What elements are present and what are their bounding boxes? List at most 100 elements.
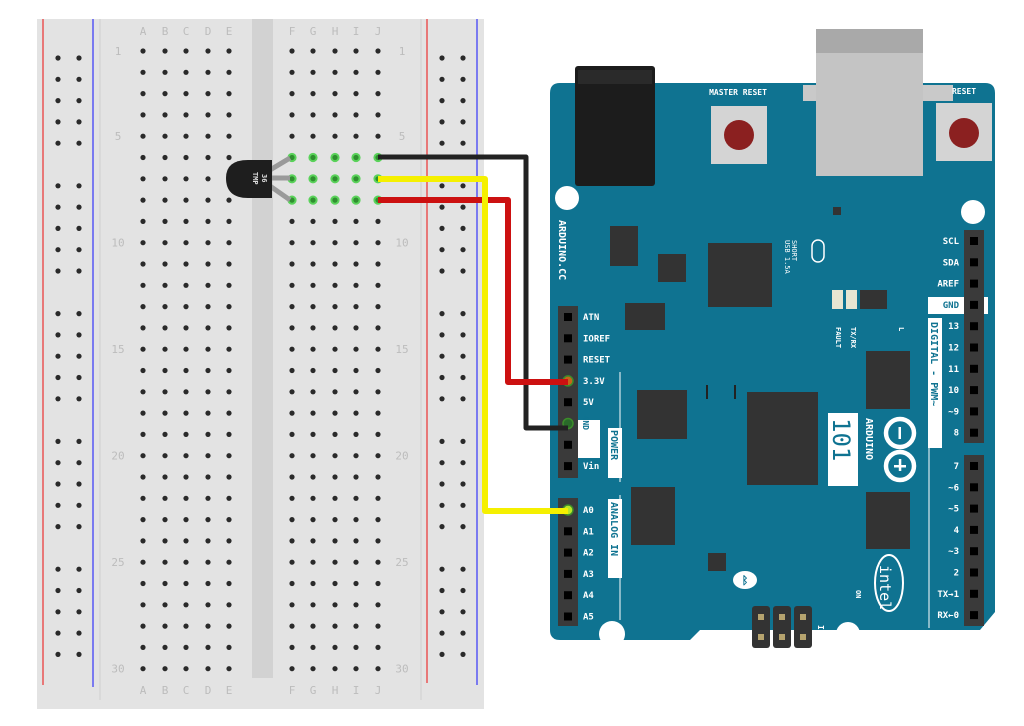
rail-hole[interactable] <box>55 247 61 253</box>
breadboard-hole[interactable] <box>140 644 146 651</box>
breadboard-hole[interactable] <box>140 389 146 395</box>
breadboard-hole[interactable] <box>375 218 381 224</box>
rail-hole[interactable] <box>439 204 445 210</box>
rail-hole[interactable] <box>55 353 61 359</box>
breadboard-hole[interactable] <box>140 176 146 182</box>
breadboard-hole[interactable] <box>226 304 232 310</box>
breadboard-hole[interactable] <box>205 517 211 523</box>
breadboard-hole[interactable] <box>140 112 146 118</box>
breadboard-hole[interactable] <box>226 69 232 75</box>
rail-hole[interactable] <box>55 140 61 146</box>
breadboard-hole[interactable] <box>375 240 381 246</box>
header-pin[interactable] <box>564 334 572 343</box>
breadboard-hole[interactable] <box>205 176 211 182</box>
breadboard-hole[interactable] <box>226 154 232 161</box>
breadboard-hole[interactable] <box>205 304 211 310</box>
breadboard-hole[interactable] <box>353 389 359 395</box>
breadboard-hole[interactable] <box>332 389 338 395</box>
breadboard-hole[interactable] <box>205 580 211 587</box>
breadboard-hole[interactable] <box>289 580 295 587</box>
header-pin[interactable] <box>970 237 978 245</box>
rail-hole[interactable] <box>460 247 466 253</box>
breadboard-hole[interactable] <box>289 48 295 54</box>
breadboard-hole[interactable] <box>140 240 146 246</box>
rail-hole[interactable] <box>55 183 61 189</box>
breadboard-hole[interactable] <box>205 91 211 97</box>
breadboard-hole[interactable] <box>162 282 168 288</box>
breadboard-hole[interactable] <box>353 410 359 416</box>
breadboard-hole[interactable] <box>226 133 232 139</box>
breadboard-hole[interactable] <box>183 538 189 544</box>
rail-hole[interactable] <box>460 98 466 104</box>
breadboard-hole[interactable] <box>353 261 359 267</box>
breadboard-hole[interactable] <box>162 538 168 544</box>
breadboard-hole[interactable] <box>310 282 316 288</box>
breadboard-hole[interactable] <box>205 666 211 672</box>
breadboard-hole[interactable] <box>162 474 168 480</box>
breadboard-hole[interactable] <box>353 133 359 139</box>
breadboard-hole[interactable] <box>375 389 381 395</box>
breadboard-hole[interactable] <box>205 218 211 224</box>
breadboard-hole[interactable] <box>375 367 381 374</box>
breadboard-hole[interactable] <box>310 261 316 267</box>
rail-hole[interactable] <box>76 460 82 466</box>
breadboard-hole[interactable] <box>375 602 381 608</box>
rail-hole[interactable] <box>55 630 61 636</box>
header-pin[interactable] <box>970 504 978 513</box>
breadboard-hole[interactable] <box>140 453 146 459</box>
header-pin[interactable] <box>564 355 572 364</box>
rail-hole[interactable] <box>76 55 82 61</box>
rail-hole[interactable] <box>55 460 61 466</box>
rail-hole[interactable] <box>439 566 445 572</box>
breadboard-hole[interactable] <box>183 197 189 203</box>
breadboard-hole[interactable] <box>353 495 359 501</box>
breadboard-hole[interactable] <box>162 176 168 182</box>
rail-hole[interactable] <box>460 332 466 338</box>
rail-hole[interactable] <box>76 204 82 210</box>
breadboard-hole[interactable] <box>310 112 316 118</box>
power-jack[interactable] <box>575 66 655 186</box>
breadboard-hole[interactable] <box>162 154 168 161</box>
rail-hole[interactable] <box>439 374 445 381</box>
rail-hole[interactable] <box>460 140 466 146</box>
rail-hole[interactable] <box>439 460 445 466</box>
rail-hole[interactable] <box>76 374 82 381</box>
breadboard-hole[interactable] <box>375 410 381 416</box>
breadboard-hole[interactable] <box>351 174 361 184</box>
breadboard-hole[interactable] <box>332 261 338 267</box>
breadboard-hole[interactable] <box>289 559 295 565</box>
rail-hole[interactable] <box>76 268 82 274</box>
breadboard-hole[interactable] <box>375 261 381 267</box>
breadboard-hole[interactable] <box>162 69 168 75</box>
rail-hole[interactable] <box>55 268 61 274</box>
breadboard-hole[interactable] <box>205 197 211 203</box>
breadboard-hole[interactable] <box>353 453 359 459</box>
breadboard-hole[interactable] <box>183 91 189 97</box>
breadboard-hole[interactable] <box>183 176 189 182</box>
breadboard-hole[interactable] <box>183 666 189 672</box>
header-pin[interactable] <box>564 612 572 621</box>
rail-hole[interactable] <box>55 55 61 61</box>
rail-hole[interactable] <box>76 247 82 253</box>
breadboard-hole[interactable] <box>183 325 189 331</box>
breadboard-hole[interactable] <box>289 623 295 629</box>
breadboard-hole[interactable] <box>289 346 295 352</box>
rail-hole[interactable] <box>76 353 82 359</box>
breadboard-hole[interactable] <box>310 410 316 416</box>
breadboard-hole[interactable] <box>226 666 232 672</box>
rail-hole[interactable] <box>76 76 82 82</box>
breadboard-hole[interactable] <box>310 240 316 246</box>
breadboard-hole[interactable] <box>226 517 232 523</box>
breadboard-hole[interactable] <box>353 48 359 54</box>
breadboard-hole[interactable] <box>332 240 338 246</box>
breadboard-hole[interactable] <box>162 218 168 224</box>
breadboard-hole[interactable] <box>226 453 232 459</box>
breadboard-hole[interactable] <box>332 666 338 672</box>
breadboard-hole[interactable] <box>332 325 338 331</box>
breadboard-hole[interactable] <box>183 218 189 224</box>
breadboard-hole[interactable] <box>183 389 189 395</box>
rail-hole[interactable] <box>55 609 61 615</box>
breadboard-hole[interactable] <box>140 431 146 437</box>
rail-hole[interactable] <box>55 502 61 508</box>
signal-wire[interactable] <box>378 176 568 514</box>
